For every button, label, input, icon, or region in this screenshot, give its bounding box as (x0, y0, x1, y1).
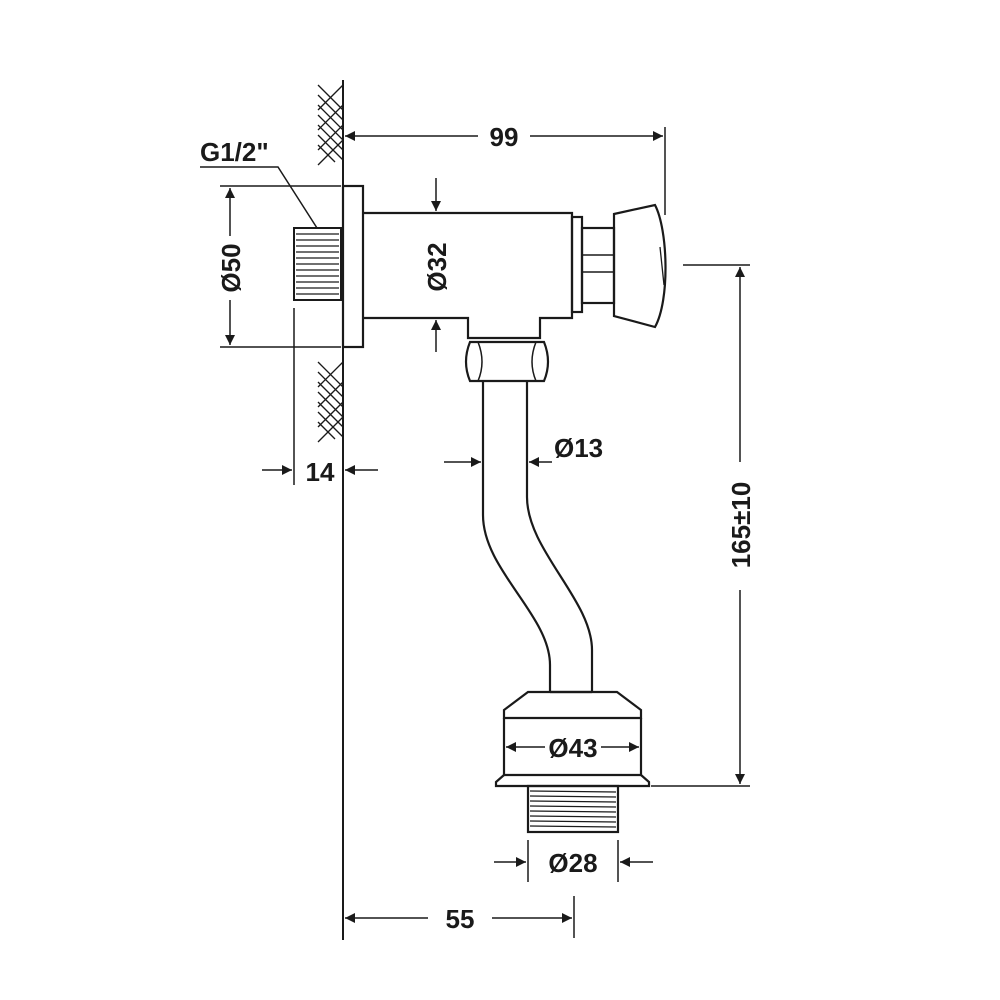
push-button (570, 203, 667, 329)
dim-body-length: 99 (345, 122, 666, 215)
outlet-thread (526, 784, 620, 834)
dim-flange-depth: 14 (262, 308, 378, 487)
wall-hatch-top (317, 84, 344, 166)
dim-outlet-cap-diameter: Ø43 (506, 733, 639, 763)
wall-hatch-bottom (317, 361, 344, 443)
label-pipe-diameter: Ø13 (554, 433, 603, 463)
dim-outlet-offset: 55 (345, 896, 575, 938)
hex-nut (464, 340, 550, 383)
label-outlet-thread-diameter: Ø28 (548, 848, 597, 878)
dim-outlet-thread-diameter: Ø28 (494, 840, 653, 882)
label-flange-diameter: Ø50 (216, 243, 246, 292)
valve-body (363, 211, 574, 340)
wall (317, 80, 344, 940)
dim-inlet-thread: G1/2" (200, 137, 318, 229)
inlet-thread (293, 227, 342, 301)
label-inlet-thread: G1/2" (200, 137, 269, 167)
label-outlet-offset: 55 (446, 904, 475, 934)
dim-flange-diameter: Ø50 (216, 185, 341, 348)
label-body-length: 99 (490, 122, 519, 152)
label-total-height: 165±10 (726, 482, 756, 569)
dim-pipe-diameter: Ø13 (444, 433, 603, 467)
wall-flange (341, 184, 365, 349)
flush-pipe (481, 381, 594, 694)
dim-total-height: 165±10 (651, 264, 756, 787)
dim-body-diameter: Ø32 (422, 178, 452, 352)
label-outlet-cap-diameter: Ø43 (548, 733, 597, 763)
label-body-diameter: Ø32 (422, 242, 452, 291)
label-flange-depth: 14 (306, 457, 335, 487)
